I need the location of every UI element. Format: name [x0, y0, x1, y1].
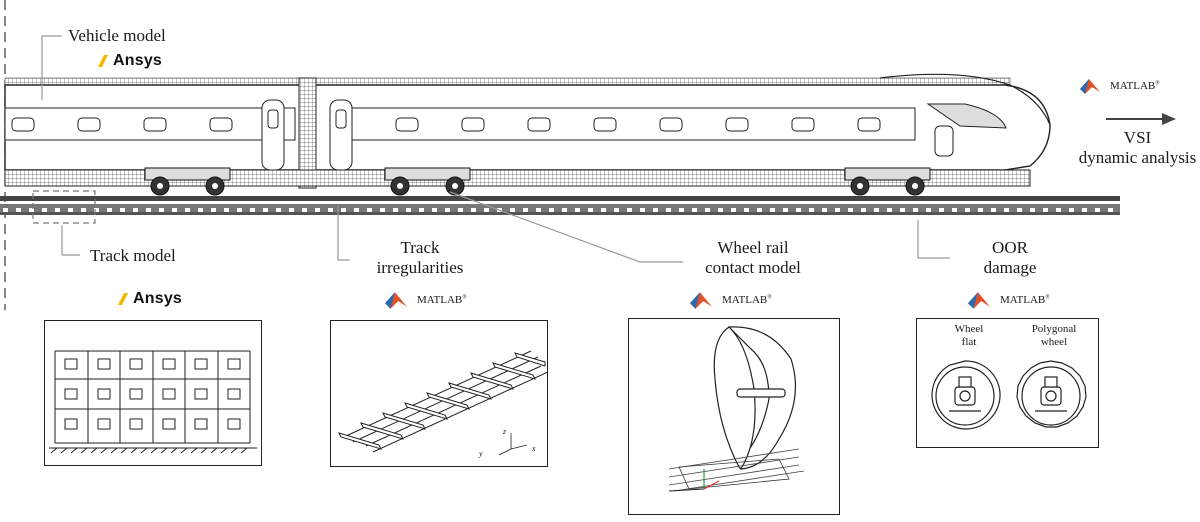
oor-wheels-diagram [931, 360, 1087, 430]
arrow-right-icon [1106, 113, 1176, 125]
vehicle-model-label: Vehicle model [68, 26, 166, 45]
track-irregularities-label: Track irregularities [376, 238, 464, 277]
oor-label: OOR damage [983, 238, 1037, 277]
wheel-rail-label: Wheel rail contact model [705, 238, 801, 277]
wheel-rail-contact-diagram [668, 326, 805, 492]
axis-y-label: y [479, 449, 483, 458]
axis-z-label: z [503, 427, 507, 436]
track-irregularities-panel: z y x [330, 320, 548, 467]
ansys-logo-top: Ansys [98, 52, 162, 70]
axis-x-label: x [532, 444, 536, 453]
leader-lines [41, 35, 950, 263]
matlab-logo-icon [968, 292, 990, 309]
boundary-dashed-line [4, 0, 6, 310]
wheel-rail-panel [628, 318, 840, 515]
train-illustration [0, 73, 1120, 215]
matlab-logo-irregularities: MATLAB® [385, 289, 467, 311]
oor-panel: Wheel flat Polygonal wheel [916, 318, 1099, 448]
ansys-logo-icon [98, 55, 108, 67]
polygonal-wheel-label: Polygonal wheel [1031, 323, 1077, 348]
ansys-logo-icon [118, 293, 128, 305]
rail-track-3d-diagram [338, 350, 547, 456]
matlab-logo-icon [690, 292, 712, 309]
track-spring-grid-diagram [49, 350, 257, 454]
matlab-logo-wheel-rail: MATLAB® [690, 289, 772, 311]
matlab-logo-icon [1080, 79, 1100, 94]
track-model-label: Track model [90, 246, 176, 265]
track-model-panel [44, 320, 262, 466]
ansys-logo-bottom: Ansys [118, 290, 182, 308]
matlab-logo-icon [385, 292, 407, 309]
matlab-logo-vsi: MATLAB® [1080, 76, 1160, 96]
matlab-logo-oor: MATLAB® [968, 289, 1050, 311]
track-model-marker [32, 190, 96, 224]
wheel-flat-label: Wheel flat [954, 323, 984, 348]
vsi-label: VSI dynamic analysis [1078, 128, 1197, 167]
